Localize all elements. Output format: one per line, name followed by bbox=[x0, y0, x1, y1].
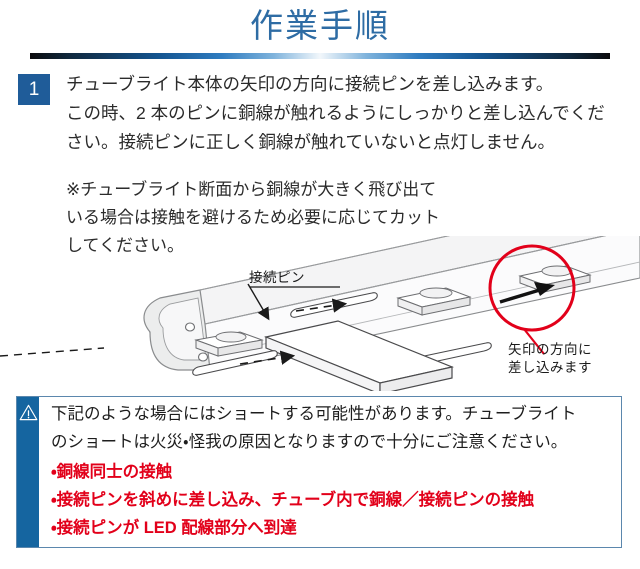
note-line: いる場合は接触を避けるため必要に応じてカット bbox=[66, 208, 440, 227]
arrow-direction-label-line1: 矢印の方向に bbox=[508, 342, 592, 357]
red-highlight-circle bbox=[488, 244, 576, 355]
insertion-direction-arrows bbox=[0, 298, 348, 365]
step-line: チューブライト本体の矢印の方向に接続ピンを差し込みます。 bbox=[66, 74, 554, 94]
warning-line: のショートは火災・怪我の原因となりますので十分にご注意ください。 bbox=[51, 433, 568, 451]
step-number-badge: 1 bbox=[18, 74, 50, 105]
warning-triangle-icon bbox=[19, 404, 38, 421]
warning-accent-bar bbox=[17, 397, 39, 547]
page-header: 作業手順 bbox=[0, 4, 640, 48]
warning-bullet-item: ・接続ピンを斜めに差し込み、チューブ内で銅線／接続ピンの接触 bbox=[51, 491, 535, 509]
direction-arrow-icon bbox=[499, 282, 555, 304]
pin-label-leader bbox=[247, 283, 340, 321]
arrow-direction-label: 矢印の方向に 差し込みます bbox=[508, 341, 592, 377]
connector-pin-label: 接続ピン bbox=[249, 270, 305, 285]
page-title: 作業手順 bbox=[250, 7, 390, 44]
note-line: してください。 bbox=[66, 236, 184, 255]
step-instruction-text: チューブライト本体の矢印の方向に接続ピンを差し込みます。 この時、2 本のピンに… bbox=[66, 70, 626, 157]
step-line: さい。接続ピンに正しく銅線が触れていないと点灯しません。 bbox=[66, 132, 555, 152]
step-line: この時、2 本のピンに銅線が触れるようにしっかりと差し込んでくだ bbox=[66, 103, 605, 123]
assembly-diagram bbox=[0, 236, 640, 391]
step-note-text: ※チューブライト断面から銅線が大きく飛び出て いる場合は接触を避けるため必要に応… bbox=[66, 176, 486, 260]
warning-content: 下記のような場合にはショートする可能性があります。チューブライト のショートは火… bbox=[51, 400, 615, 542]
warning-box: 下記のような場合にはショートする可能性があります。チューブライト のショートは火… bbox=[16, 396, 622, 548]
warning-bullet-item: ・銅線同士の接触 bbox=[51, 463, 173, 481]
arrow-direction-label-line2: 差し込みます bbox=[508, 360, 592, 375]
warning-bullet-item: ・接続ピンが LED 配線部分へ到達 bbox=[51, 519, 297, 537]
warning-bullet-list: ・銅線同士の接触 ・接続ピンを斜めに差し込み、チューブ内で銅線／接続ピンの接触 … bbox=[51, 458, 615, 542]
note-line: ※チューブライト断面から銅線が大きく飛び出て bbox=[66, 180, 437, 199]
warning-line: 下記のような場合にはショートする可能性があります。チューブライト bbox=[51, 405, 577, 423]
title-divider bbox=[30, 53, 610, 59]
